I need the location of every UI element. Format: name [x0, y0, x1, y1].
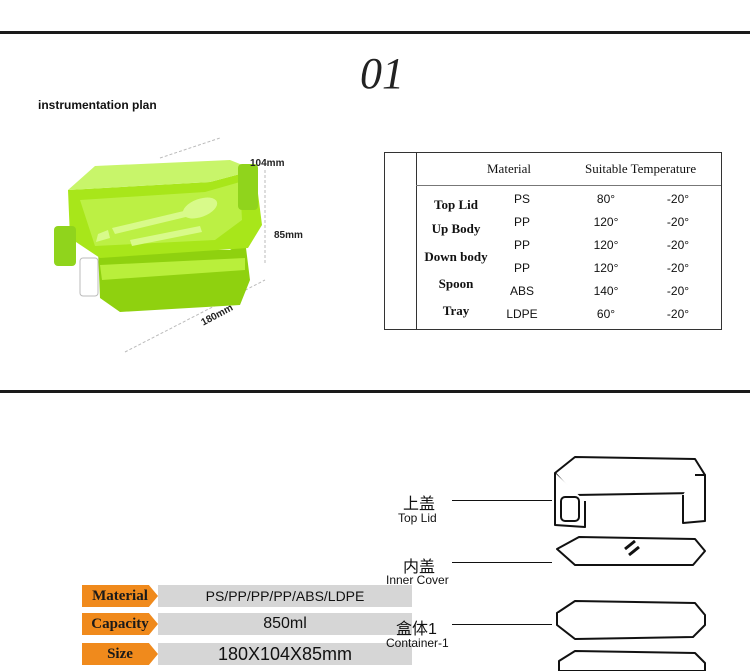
header-material: Material [487, 161, 532, 176]
row-part: Tray [442, 303, 470, 318]
parts-exploded-diagram [554, 456, 706, 671]
cell-max-temp: 80° [596, 192, 616, 206]
row-part: Up Body [431, 221, 481, 236]
part-label-cn: 盒体1 [396, 621, 437, 638]
cell-min-temp: -20° [666, 238, 690, 252]
part-label-cn: 上盖 [403, 496, 436, 513]
spec-label: Material [82, 585, 158, 607]
table-divider [416, 153, 417, 329]
material-temperature-table: Material Suitable Temperature Top Lid Up… [384, 152, 722, 330]
section-number: 01 [360, 49, 404, 98]
cell-material: PP [513, 261, 530, 275]
section-title: instrumentation plan [38, 98, 157, 112]
cell-min-temp: -20° [666, 261, 690, 275]
cell-max-temp: 120° [593, 261, 619, 275]
cell-min-temp: -20° [666, 284, 690, 298]
cell-material: ABS [509, 284, 534, 298]
cell-min-temp: -20° [666, 307, 690, 321]
spec-value: PS/PP/PP/PP/ABS/LDPE [158, 585, 412, 607]
spec-value: 850ml [158, 613, 412, 635]
spec-label: Capacity [82, 613, 158, 635]
cell-max-temp: 120° [593, 215, 619, 229]
cell-material: PP [513, 238, 530, 252]
lunch-box-illustration [54, 137, 266, 353]
table-header-divider [416, 185, 721, 186]
part-label-en: Inner Cover [386, 573, 449, 587]
cell-material: PS [513, 192, 530, 206]
cell-max-temp: 60° [596, 307, 616, 321]
cell-min-temp: -20° [666, 215, 690, 229]
row-part: Spoon [438, 276, 474, 291]
leader-line [452, 562, 552, 563]
leader-line [452, 624, 552, 625]
cell-min-temp: -20° [666, 192, 690, 206]
cell-max-temp: 120° [593, 238, 619, 252]
cell-material: LDPE [506, 307, 538, 321]
part-label-en: Container-1 [386, 636, 449, 650]
spec-label: Size [82, 643, 158, 665]
dim-height: 85mm [274, 230, 303, 241]
dim-width: 104mm [250, 158, 285, 169]
leader-line [452, 500, 552, 501]
cell-max-temp: 140° [593, 284, 619, 298]
spec-value: 180X104X85mm [158, 643, 412, 665]
header-temperature: Suitable Temperature [585, 161, 697, 176]
row-part: Down body [424, 249, 488, 264]
top-divider [0, 31, 750, 34]
row-part: Top Lid [434, 197, 478, 212]
part-label-cn: 内盖 [403, 559, 436, 576]
part-label-en: Top Lid [398, 511, 437, 525]
middle-divider [0, 390, 750, 393]
cell-material: PP [513, 215, 530, 229]
